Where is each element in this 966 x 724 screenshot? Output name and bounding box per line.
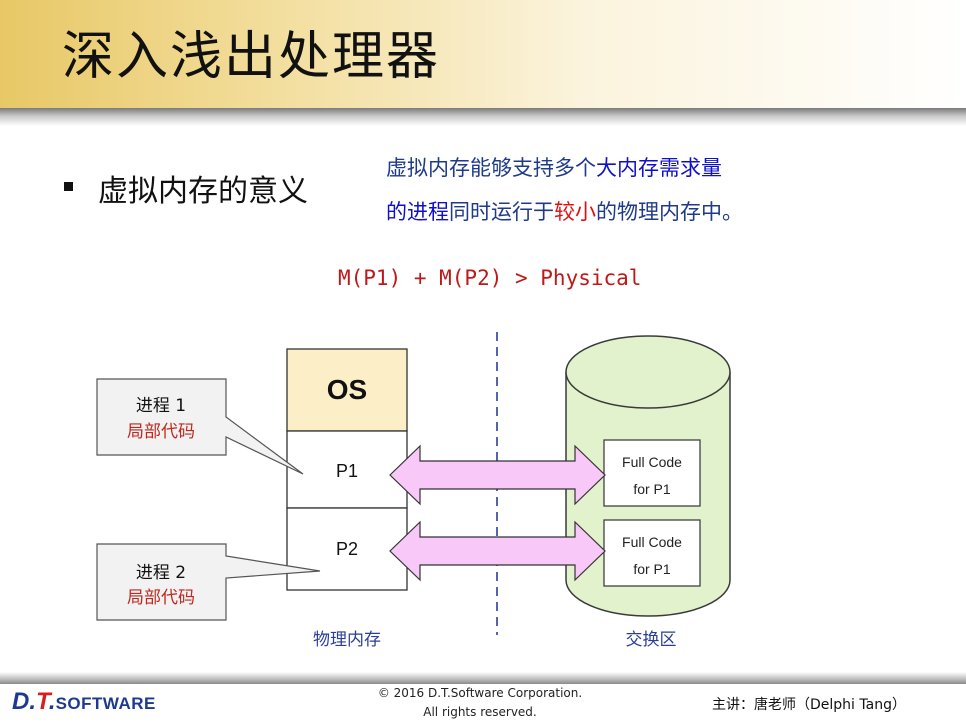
memory-block-p2: [286, 507, 408, 591]
title-divider: [0, 108, 966, 126]
title-bar: [0, 0, 966, 108]
callout-1-subtitle: 局部代码: [127, 422, 195, 442]
footer-divider: [0, 672, 966, 684]
description-segment: 的物理内存中。: [596, 200, 743, 224]
swap-label: 交换区: [626, 630, 677, 650]
slide-title: 深入浅出处理器: [62, 27, 441, 87]
swap-block-2: [603, 519, 701, 587]
description-line-2: 的进程同时运行于较小的物理内存中。: [386, 196, 743, 226]
description-highlight: 大内存需求量: [596, 156, 722, 180]
memory-block-p1: [286, 430, 408, 509]
copyright-notice: © 2016 D.T.Software Corporation. All rig…: [330, 684, 630, 722]
swap-arrow-p2: [389, 520, 606, 582]
memory-formula: M(P1) + M(P2) > Physical: [338, 266, 642, 290]
description-segment: 同时运行于: [449, 200, 554, 224]
dt-software-logo: D.T.SOFTWARE: [12, 688, 156, 716]
logo-software: SOFTWARE: [55, 694, 156, 713]
logo-dt: D.: [12, 688, 36, 715]
description-highlight-red: 较小: [554, 200, 596, 224]
swap-block-2-line2: for P1: [633, 561, 671, 577]
swap-block-1-line1: Full Code: [622, 454, 682, 470]
callout-process-1: [96, 378, 304, 475]
description-line-1: 虚拟内存能够支持多个大内存需求量: [386, 152, 722, 182]
callout-1-title: 进程 1: [136, 396, 186, 416]
callout-2-title: 进程 2: [136, 563, 186, 583]
bullet-text: 虚拟内存的意义: [98, 174, 308, 209]
logo-t: T: [36, 688, 49, 715]
swap-block-1: [603, 439, 701, 507]
memory-block-os-label: OS: [327, 374, 367, 405]
callout-process-2: [96, 543, 321, 621]
copyright-line-2: All rights reserved.: [423, 705, 537, 719]
memory-block-os: [286, 348, 408, 432]
swap-block-2-line1: Full Code: [622, 534, 682, 550]
swap-arrow-p1: [389, 444, 606, 506]
swap-block-1-line2: for P1: [633, 481, 671, 497]
logo-dot: .: [48, 688, 56, 715]
description-highlight: 的进程: [386, 200, 449, 224]
copyright-line-1: © 2016 D.T.Software Corporation.: [377, 686, 583, 700]
bullet-marker: [64, 182, 73, 191]
memory-label: 物理内存: [313, 630, 381, 650]
memory-block-p2-label: P2: [336, 539, 358, 559]
callout-2-subtitle: 局部代码: [127, 588, 195, 608]
memory-block-p1-label: P1: [336, 461, 358, 481]
presenter-credit: 主讲：唐老师（Delphi Tang）: [712, 697, 906, 713]
description-segment: 虚拟内存能够支持多个: [386, 156, 596, 180]
